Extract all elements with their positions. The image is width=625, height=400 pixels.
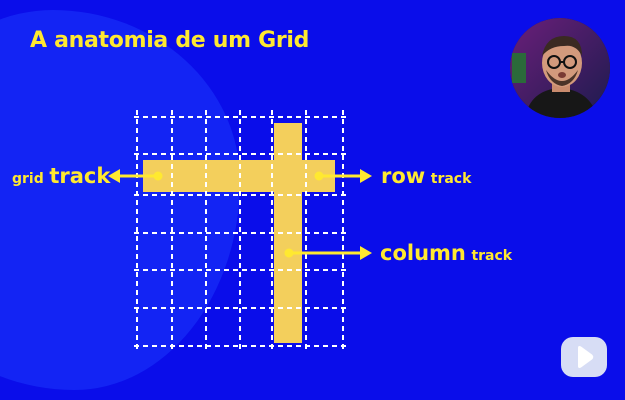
grid-track-arrow xyxy=(108,169,163,183)
column-track-label: column track xyxy=(380,241,512,265)
play-button[interactable] xyxy=(561,337,607,377)
grid-track-label-small: grid xyxy=(12,171,44,187)
column-track-label-small: track xyxy=(471,248,513,264)
row-track-label-small: track xyxy=(430,171,472,187)
presenter-avatar xyxy=(510,18,610,118)
grid-track-label-big: track xyxy=(49,164,111,188)
column-track-label-big: column xyxy=(380,241,466,265)
row-track-arrow xyxy=(314,169,372,183)
grid-track-label: grid track xyxy=(12,164,110,188)
column-track-arrow xyxy=(284,246,372,260)
row-track-label: row track xyxy=(381,164,471,188)
row-track-label-big: row xyxy=(381,164,426,188)
slide-title: A anatomia de um Grid xyxy=(30,28,310,53)
grid-lines xyxy=(134,110,348,352)
play-icon xyxy=(578,346,594,368)
